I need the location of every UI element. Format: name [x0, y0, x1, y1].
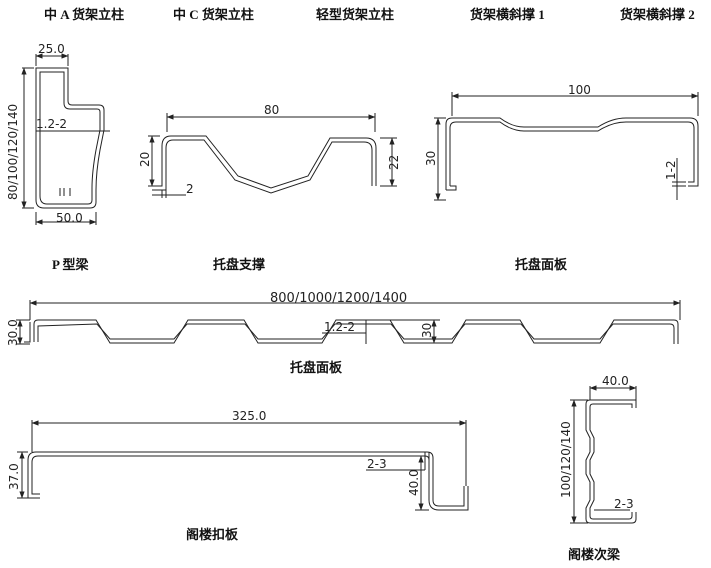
caption-pallet-panel-long: 托盘面板 — [290, 360, 343, 375]
caption-a-upright: 中 A 货架立柱 — [44, 7, 125, 22]
long-width-dim: 800/1000/1200/1400 — [270, 291, 407, 306]
panel-thick-dim: 1-2 — [664, 160, 678, 180]
long-left-height-text: 30.0 — [6, 319, 20, 346]
pallet-support-profile — [152, 135, 377, 194]
beam-height-text: 100/120/140 — [559, 421, 573, 498]
buckle-left-height-text: 37.0 — [7, 463, 21, 490]
buckle-right-height-text: 40.0 — [407, 469, 421, 496]
caption-c-upright: 中 C 货架立柱 — [173, 7, 254, 22]
loft-buckle-profile — [27, 451, 469, 511]
caption-pallet-support: 托盘支撑 — [213, 257, 266, 272]
caption-loft-beam: 阁楼次梁 — [568, 547, 621, 562]
panel-width-dim: 100 — [568, 83, 591, 97]
support-width-dim: 80 — [264, 103, 279, 117]
caption-p-beam: P 型梁 — [52, 257, 89, 272]
caption-loft-buckle: 阁楼扣板 — [186, 527, 239, 542]
loft-beam-profile — [585, 399, 637, 524]
p-thick-dim: 1.2-2 — [36, 117, 67, 131]
buckle-width-dim: 325.0 — [232, 409, 266, 423]
support-right-height-text: 22 — [387, 155, 401, 170]
panel-height-text: 30 — [424, 151, 438, 166]
p-bottom-dim: 50.0 — [56, 211, 83, 225]
buckle-thick-dim: 2-3 — [367, 457, 387, 471]
long-mid-height-text: 30 — [420, 323, 434, 338]
pallet-panel-profile — [445, 117, 699, 191]
pallet-panel-long-profile — [24, 319, 679, 344]
caption-brace-2: 货架横斜撑 2 — [620, 7, 695, 22]
support-thick-dim: 2 — [186, 182, 194, 196]
beam-thick-dim: 2-3 — [614, 497, 634, 511]
p-height-dim: 80/100/120/140 — [6, 104, 20, 200]
caption-pallet-panel: 托盘面板 — [515, 257, 568, 272]
p-top-dim: 25.0 — [38, 42, 65, 56]
p-beam-profile — [35, 67, 105, 209]
long-thick-dim: 1.2-2 — [324, 320, 355, 334]
caption-light-upright: 轻型货架立柱 — [316, 7, 395, 22]
beam-top-dim: 40.0 — [602, 374, 629, 388]
caption-brace-1: 货架横斜撑 1 — [470, 7, 545, 22]
support-left-height-text: 20 — [138, 152, 152, 167]
